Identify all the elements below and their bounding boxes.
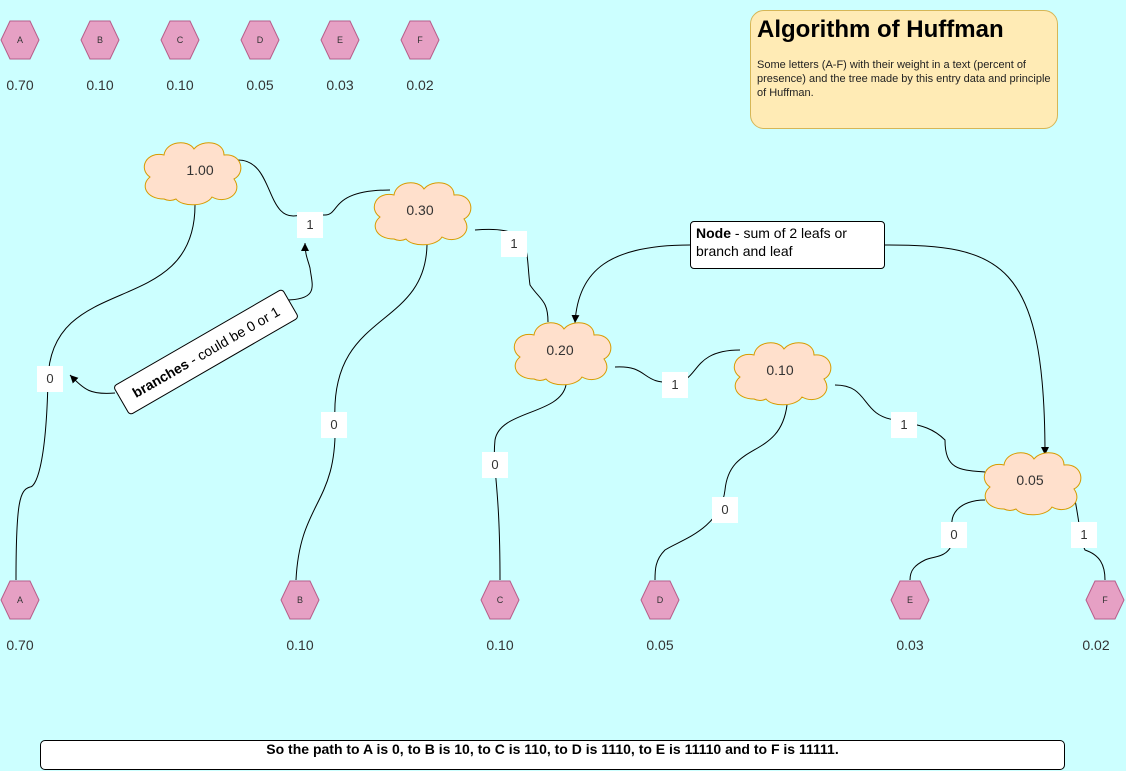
node-010: 0.10 — [733, 342, 832, 406]
diagram-description: Some letters (A-F) with their weight in … — [757, 59, 1051, 99]
diagram-title: Algorithm of Huffman — [757, 16, 1004, 43]
tree-leaf-B: B — [280, 580, 320, 620]
node-value: 1.00 — [186, 162, 213, 178]
title-box: Algorithm of Huffman Some letters (A-F) … — [750, 10, 1058, 129]
legend-leaf-letter: E — [337, 35, 343, 45]
legend-weight-E: 0.03 — [326, 77, 354, 93]
summary-text: So the path to A is 0, to B is 10, to C … — [266, 741, 839, 757]
node-value: 0.10 — [766, 362, 793, 378]
edge-label: 1 — [501, 231, 527, 257]
edge-label: 0 — [712, 497, 738, 523]
legend-leaf-letter: B — [97, 35, 103, 45]
edge-005-to-F — [1074, 499, 1106, 581]
tree-leaf-letter: F — [1102, 595, 1108, 605]
branch-callout-arrow-to-0 — [69, 374, 116, 394]
legend-leaf-letter: C — [177, 35, 184, 45]
tree-weight-B: 0.10 — [286, 637, 314, 653]
legend-weight-D: 0.05 — [246, 77, 274, 93]
legend-leaf-letter: F — [417, 35, 423, 45]
legend-weight-C: 0.10 — [166, 77, 194, 93]
legend-weight-A: 0.70 — [6, 77, 34, 93]
tree-weight-C: 0.10 — [486, 637, 514, 653]
tree-weight-A: 0.70 — [6, 637, 34, 653]
tree-leaf-E: E — [890, 580, 930, 620]
node-value: 0.30 — [406, 202, 433, 218]
edge-005-to-E — [909, 499, 986, 581]
tree-leaf-letter: B — [297, 595, 303, 605]
edge-root-to-030 — [237, 159, 391, 217]
summary-box: So the path to A is 0, to B is 10, to C … — [40, 740, 1065, 770]
edge-020-to-C — [493, 384, 567, 581]
edge-030-to-B — [295, 244, 428, 581]
legend-leaf-A: A — [0, 20, 40, 60]
legend-weight-B: 0.10 — [86, 77, 114, 93]
legend-leaf-D: D — [240, 20, 280, 60]
tree-leaf-D: D — [640, 580, 680, 620]
edge-label: 1 — [891, 412, 917, 438]
node-callout-bold: Node — [696, 225, 731, 241]
node-005: 0.05 — [983, 452, 1082, 516]
node-030: 0.30 — [373, 182, 472, 246]
edge-label: 1 — [297, 212, 323, 238]
node-020: 0.20 — [513, 322, 612, 386]
tree-leaf-letter: E — [907, 595, 913, 605]
legend-leaf-letter: D — [257, 35, 264, 45]
tree-leaf-C: C — [480, 580, 520, 620]
node-callout: Node - sum of 2 leafs or branch and leaf — [690, 221, 885, 269]
legend-leaf-E: E — [320, 20, 360, 60]
edge-010-to-D — [654, 404, 788, 581]
tree-weight-E: 0.03 — [896, 637, 924, 653]
edge-label: 1 — [662, 372, 688, 398]
legend-leaf-letter: A — [17, 35, 23, 45]
edge-label: 1 — [1071, 522, 1097, 548]
node-callout-text: - sum of 2 leafs or branch and leaf — [696, 225, 847, 259]
node-value: 0.05 — [1016, 472, 1043, 488]
node-value: 0.20 — [546, 342, 573, 358]
legend-leaf-B: B — [80, 20, 120, 60]
node-callout-arrow-right — [884, 244, 1049, 456]
tree-leaf-letter: D — [657, 595, 664, 605]
edge-root-to-A — [15, 204, 196, 581]
legend-weight-F: 0.02 — [406, 77, 434, 93]
edge-label: 0 — [482, 452, 508, 478]
node-callout-arrow-left — [571, 244, 691, 324]
tree-leaf-letter: A — [17, 595, 23, 605]
tree-leaf-A: A — [0, 580, 40, 620]
edge-label: 0 — [321, 412, 347, 438]
legend-leaf-F: F — [400, 20, 440, 60]
tree-weight-D: 0.05 — [646, 637, 674, 653]
tree-weight-F: 0.02 — [1082, 637, 1110, 653]
legend-leaf-C: C — [160, 20, 200, 60]
node-root: 1.00 — [143, 142, 242, 206]
tree-leaf-letter: C — [497, 595, 504, 605]
tree-leaf-F: F — [1085, 580, 1125, 620]
edge-label: 0 — [37, 366, 63, 392]
branch-callout-arrow-to-1 — [284, 242, 313, 301]
edge-label: 0 — [941, 522, 967, 548]
